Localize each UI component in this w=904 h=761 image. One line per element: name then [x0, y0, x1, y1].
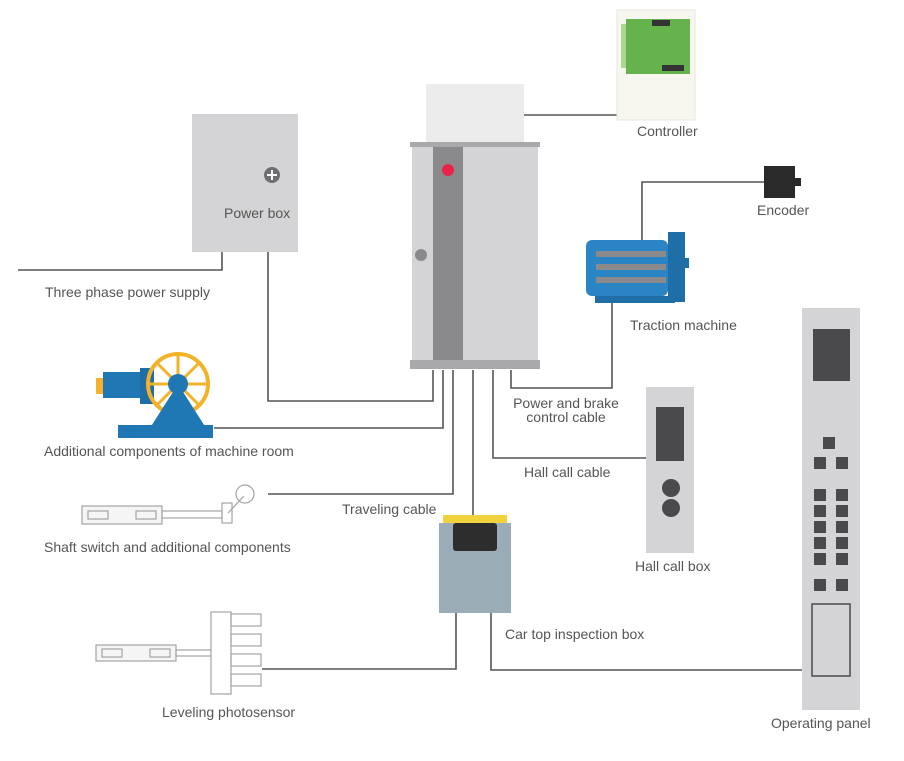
leveling-photosensor-device [95, 611, 262, 695]
label-hall-call-cable: Hall call cable [524, 464, 611, 480]
label-power-box: Power box [224, 205, 291, 221]
label-shaft-switch: Shaft switch and additional components [44, 539, 291, 555]
cabinet-indicator-light [442, 164, 454, 176]
label-machine-room-components: Additional components of machine room [44, 443, 294, 459]
label-three-phase-power-supply: Three phase power supply [45, 284, 210, 300]
label-power-brake-cable-line1: Power and brake [513, 395, 619, 411]
operating-panel-line [490, 613, 802, 671]
encoder-device [764, 166, 801, 198]
hall-call-cable-line [492, 370, 646, 459]
powerbox-to-cabinet-line [267, 252, 434, 402]
label-controller: Controller [637, 123, 698, 139]
machine-room-line [214, 370, 444, 429]
cabinet-door-knob [415, 249, 427, 261]
label-traction-machine: Traction machine [630, 317, 737, 333]
control-cabinet [410, 84, 540, 369]
machine-room-device [96, 352, 213, 438]
label-operating-panel: Operating panel [771, 715, 871, 731]
leveling-line [262, 613, 457, 670]
label-power-brake-cable-line2: control cable [526, 409, 606, 425]
label-leveling-photosensor: Leveling photosensor [162, 704, 296, 720]
power-box [192, 114, 298, 252]
connection-lines [18, 114, 802, 671]
operating-panel-device [802, 308, 860, 710]
car-top-inspection-device [439, 515, 511, 613]
traction-machine-device [586, 232, 689, 303]
encoder-line [641, 181, 764, 240]
power-supply-line [18, 252, 223, 271]
label-hall-call-box: Hall call box [635, 558, 711, 574]
label-car-top-inspection-box: Car top inspection box [505, 626, 645, 642]
hall-call-box-device [646, 387, 694, 553]
label-encoder: Encoder [757, 202, 810, 218]
traveling-cable-line [268, 370, 454, 495]
shaft-switch-device [81, 484, 255, 525]
controller-board [626, 19, 690, 74]
label-traveling-cable: Traveling cable [342, 501, 437, 517]
power-brake-cable-line [510, 300, 613, 389]
controller-device [616, 9, 696, 121]
operating-panel-buttons [814, 489, 848, 591]
